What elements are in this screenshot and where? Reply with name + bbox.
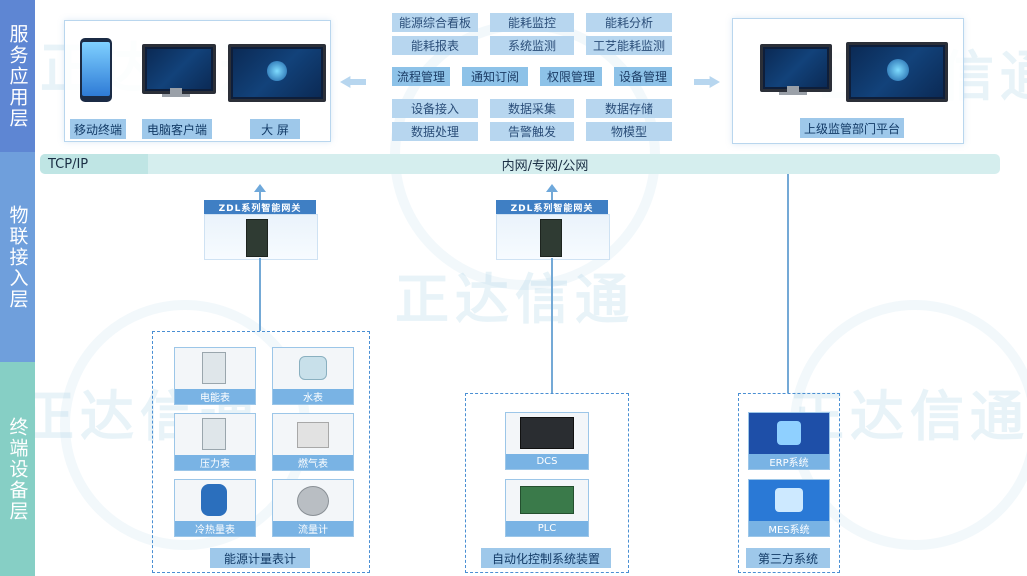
plc-icon: [520, 486, 574, 514]
watermark-text: 正达信通: [395, 268, 635, 331]
card-dcs: DCS: [505, 412, 589, 470]
layer-service: 服务应用层: [0, 0, 35, 152]
card-caption: PLC: [506, 521, 588, 536]
module-device-access: 设备接入: [392, 99, 478, 118]
connector-line: [259, 190, 261, 200]
card-caption: DCS: [506, 454, 588, 469]
gateway-2-title: ZDL系列智能网关: [496, 200, 608, 214]
card-electric-meter: 电能表: [174, 347, 256, 405]
module-process-energy: 工艺能耗监测: [586, 36, 672, 55]
gas-meter-icon: [297, 422, 329, 448]
module-alarm: 告警触发: [490, 122, 574, 141]
regulator-desktop: [760, 44, 832, 92]
module-notify: 通知订阅: [462, 67, 528, 86]
module-device-mgmt: 设备管理: [614, 67, 672, 86]
third-party-group-title: 第三方系统: [746, 548, 830, 568]
arrow-up-icon: [546, 184, 558, 192]
arrow-up-icon: [254, 184, 266, 192]
gateway-device-icon: [246, 219, 268, 257]
meters-group-title: 能源计量表计: [210, 548, 310, 568]
card-caption: MES系统: [749, 521, 829, 536]
erp-icon: [777, 421, 801, 445]
module-energy-analysis: 能耗分析: [586, 13, 672, 32]
monitor-base: [779, 92, 807, 95]
gateway-1-title: ZDL系列智能网关: [204, 200, 316, 214]
flow-meter-icon: [297, 486, 329, 516]
card-caption: 水表: [273, 389, 353, 404]
module-energy-report: 能耗报表: [392, 36, 478, 55]
layer-terminal: 终端设备层: [0, 362, 35, 576]
module-system-monitor: 系统监测: [490, 36, 574, 55]
arrow-left-icon: [340, 76, 366, 88]
gateway-device-icon: [540, 219, 562, 257]
card-erp: ERP系统: [748, 412, 830, 470]
card-gas-meter: 燃气表: [272, 413, 354, 471]
card-caption: 冷热量表: [175, 521, 255, 536]
card-mes: MES系统: [748, 479, 830, 537]
card-caption: 燃气表: [273, 455, 353, 470]
card-flow-meter: 流量计: [272, 479, 354, 537]
card-pressure-meter: 压力表: [174, 413, 256, 471]
automation-group-title: 自动化控制系统装置: [481, 548, 611, 568]
module-permission: 权限管理: [540, 67, 602, 86]
label-big-screen: 大 屏: [250, 119, 300, 139]
connector-line: [551, 258, 553, 393]
network-label: 内网/专网/公网: [501, 158, 589, 174]
module-workflow: 流程管理: [392, 67, 450, 86]
module-energy-monitor: 能耗监控: [490, 13, 574, 32]
desktop-monitor: [142, 44, 216, 94]
meter-icon: [202, 418, 226, 450]
regulator-big-screen: [846, 42, 948, 102]
layer-iot: 物联接入层: [0, 152, 35, 362]
card-heat-meter: 冷热量表: [174, 479, 256, 537]
label-regulator-platform: 上级监管部门平台: [800, 118, 904, 138]
third-party-group: [738, 393, 840, 573]
mes-icon: [775, 488, 803, 512]
phone-device: [80, 38, 112, 102]
monitor-stand: [170, 88, 182, 94]
card-caption: 电能表: [175, 389, 255, 404]
card-caption: 流量计: [273, 521, 353, 536]
module-data-process: 数据处理: [392, 122, 478, 141]
monitor-base: [162, 94, 190, 97]
module-data-storage: 数据存储: [586, 99, 672, 118]
module-data-collect: 数据采集: [490, 99, 574, 118]
arrow-right-icon: [694, 76, 720, 88]
tcpip-label: TCP/IP: [40, 154, 148, 174]
card-caption: 压力表: [175, 455, 255, 470]
module-energy-board: 能源综合看板: [392, 13, 478, 32]
card-caption: ERP系统: [749, 454, 829, 469]
card-water-meter: 水表: [272, 347, 354, 405]
water-meter-icon: [299, 356, 327, 380]
meter-icon: [202, 352, 226, 384]
connector-line: [787, 174, 789, 393]
heat-meter-icon: [201, 484, 227, 516]
module-thing-model: 物模型: [586, 122, 672, 141]
label-desktop: 电脑客户端: [142, 119, 212, 139]
network-bar: [40, 154, 1000, 174]
card-plc: PLC: [505, 479, 589, 537]
connector-line: [259, 258, 261, 331]
big-screen: [228, 44, 326, 102]
automation-group: [465, 393, 629, 573]
dcs-icon: [520, 417, 574, 449]
label-mobile: 移动终端: [70, 119, 126, 139]
meters-group: [152, 331, 370, 573]
connector-line: [551, 190, 553, 200]
monitor-stand: [787, 86, 799, 92]
